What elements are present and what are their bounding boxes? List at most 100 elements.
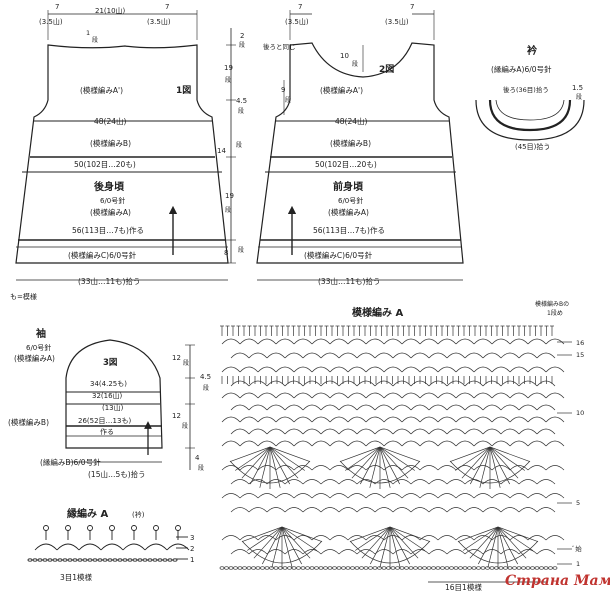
chain-arch <box>527 338 547 345</box>
back-top-left: 7 <box>55 3 59 11</box>
front-top-right-sub: (3.5山) <box>385 17 409 26</box>
chain-arch <box>401 416 421 423</box>
chain-arch <box>419 440 439 447</box>
chain-arch <box>428 380 448 387</box>
chain-arch <box>509 392 529 399</box>
chain-arch <box>446 428 466 435</box>
chain-arch <box>293 366 313 373</box>
chain-stitch <box>350 566 355 570</box>
sleeve-width-3: (13山) <box>102 403 124 412</box>
collar-labels: 衿 (縁編みA)6/0号針 後ろ(36目)拾う 1.5 段 (45目)拾う <box>491 44 583 151</box>
chain-arch <box>500 507 520 513</box>
chain-stitch <box>512 566 517 570</box>
chain-stitch <box>543 566 549 570</box>
front-width-1: 48(24山) <box>335 116 368 126</box>
chain-arch <box>446 507 466 513</box>
chain-stitch <box>255 566 261 570</box>
chain-arch <box>455 493 475 499</box>
chain-arch <box>347 440 367 447</box>
chain-stitch <box>422 566 427 570</box>
chain-arch <box>275 440 295 447</box>
chain-arch <box>464 479 484 485</box>
chain-stitch <box>453 566 459 570</box>
chain-arch <box>347 416 367 423</box>
chain-arch <box>464 428 484 435</box>
chain-arch <box>545 493 565 499</box>
chain-arch <box>293 338 313 345</box>
chain-arch <box>221 392 241 399</box>
fan-spoke <box>235 446 271 471</box>
chain-arch <box>230 352 250 359</box>
chain-stitch <box>381 566 387 570</box>
chain-arch <box>491 416 511 423</box>
fan-spoke <box>281 526 311 559</box>
chain-stitch <box>172 558 178 562</box>
chain-arch <box>311 416 331 423</box>
sleeve-h2: 4.5 <box>200 373 211 381</box>
chain-stitch <box>300 566 306 570</box>
chain-arch <box>437 535 457 541</box>
chain-arch <box>500 428 520 435</box>
chain-stitch <box>462 566 468 570</box>
fan-spoke <box>497 526 533 551</box>
sleeve-width-4: 26(52目…13も) <box>78 417 131 425</box>
front-body-outline <box>256 42 464 264</box>
chain-arch <box>464 380 484 387</box>
fan-spoke <box>345 446 381 471</box>
chain-arch <box>500 352 520 359</box>
chain-arch <box>392 549 412 555</box>
chain-arch <box>239 440 259 447</box>
pattern-a-section: 模様編み A 模様編みBの 1段め 16 15 10 5 1 ﾞ始 16目1模様 <box>219 300 584 592</box>
chain-arch <box>365 493 385 499</box>
chain-arch <box>509 465 529 471</box>
chain-stitch <box>117 558 123 562</box>
chain-stitch <box>516 566 522 570</box>
front-bottom: (33山…11も)拾う <box>318 276 380 286</box>
chain-arch <box>293 535 313 541</box>
chain-arch <box>536 549 556 555</box>
front-fig-label: 2図 <box>379 64 394 75</box>
fan-spoke <box>461 446 491 479</box>
chain-arch <box>482 549 502 555</box>
front-body-section <box>256 10 464 281</box>
edge-picot-loop <box>65 525 71 531</box>
fan-spoke <box>469 446 491 485</box>
chain-stitch <box>440 566 445 570</box>
chain-arch <box>311 465 331 471</box>
chain-arch <box>410 404 430 411</box>
chain-arch <box>311 535 331 541</box>
chain-arch <box>527 535 547 541</box>
chain-arch <box>230 380 250 387</box>
chain-arch <box>320 380 340 387</box>
chain-arch <box>230 549 250 555</box>
chain-arch <box>221 338 241 345</box>
chain-stitch <box>228 566 234 570</box>
chain-arch <box>329 493 349 499</box>
chain-stitch <box>345 566 351 570</box>
chain-stitch <box>498 566 504 570</box>
chain-stitch <box>282 566 288 570</box>
chain-arch <box>446 404 466 411</box>
sleeve-pattern-a: (模様編みA) <box>14 353 55 363</box>
chain-arch <box>545 416 565 423</box>
chain-arch <box>311 440 331 447</box>
chain-arch <box>545 338 565 345</box>
chain-stitch <box>27 558 33 562</box>
front-pattern-c: (模様編みC)6/0号針 <box>304 250 373 260</box>
fan-spoke <box>249 446 271 485</box>
back-h5-sub: 段 <box>238 246 244 254</box>
chain-arch <box>545 440 565 447</box>
chain-stitch <box>219 566 225 570</box>
edge-picot-loop <box>87 525 93 531</box>
chain-stitch <box>314 566 319 570</box>
chain-arch <box>293 440 313 447</box>
chain-arch <box>428 549 448 555</box>
chain-arch <box>383 465 403 471</box>
chain-stitch <box>467 566 472 570</box>
pattern-a-note-2: 1段め <box>547 309 563 317</box>
edge-a-row-3: 3 <box>190 534 194 542</box>
chain-arch <box>356 507 376 513</box>
edge-arch <box>166 543 190 551</box>
chain-arch <box>410 479 430 485</box>
